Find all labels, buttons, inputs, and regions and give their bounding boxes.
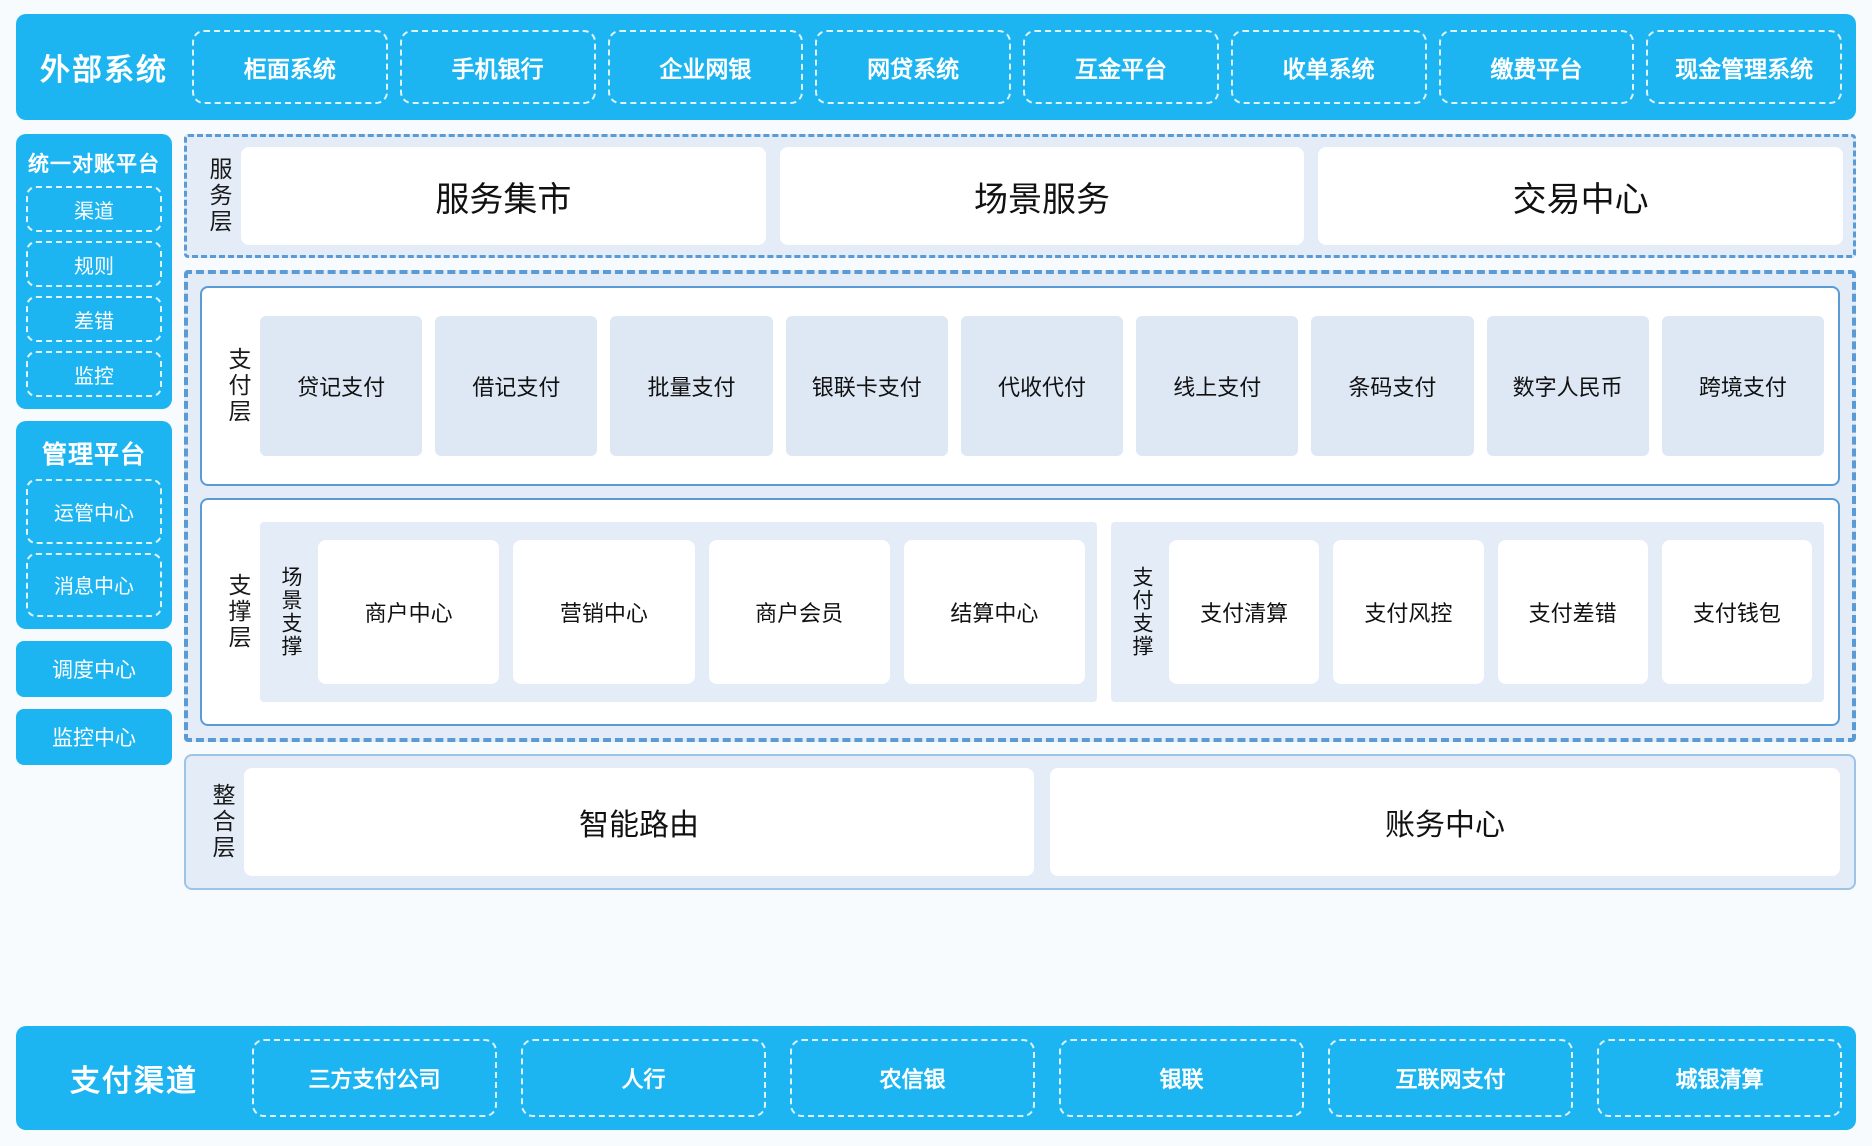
support-tile-payment-exception[interactable]: 支付差错 — [1497, 540, 1648, 684]
external-system-cash-management[interactable]: 现金管理系统 — [1646, 30, 1842, 104]
external-system-mobile-bank[interactable]: 手机银行 — [399, 30, 596, 104]
payment-layer-tile-list: 贷记支付 借记支付 批量支付 银联卡支付 代收代付 线上支付 条码支付 数字人民… — [260, 298, 1824, 474]
payment-support-group: 支付支撑 支付清算 支付风控 支付差错 支付钱包 — [1111, 522, 1824, 702]
payment-channel-pboc[interactable]: 人行 — [521, 1039, 766, 1117]
rail-item-scheduling-center[interactable]: 调度中心 — [16, 641, 172, 697]
payment-tile-digital-rmb[interactable]: 数字人民币 — [1486, 316, 1649, 456]
management-item-message-center[interactable]: 消息中心 — [26, 552, 162, 617]
payment-tile-barcode[interactable]: 条码支付 — [1311, 316, 1474, 456]
support-layer-label: 支撑层 — [225, 573, 251, 651]
reconciliation-platform-title: 统一对账平台 — [28, 153, 160, 176]
reconciliation-item-error[interactable]: 差错 — [26, 296, 162, 342]
payment-channels-chip-list: 三方支付公司 人行 农信银 银联 互联网支付 城银清算 — [252, 1039, 1842, 1117]
external-system-acquiring[interactable]: 收单系统 — [1230, 30, 1427, 104]
external-system-counter[interactable]: 柜面系统 — [192, 30, 388, 104]
scenario-support-label: 场景支撑 — [279, 566, 302, 658]
payment-tile-cross-border[interactable]: 跨境支付 — [1661, 316, 1824, 456]
support-tile-payment-wallet[interactable]: 支付钱包 — [1661, 540, 1813, 684]
payment-channels-bar: 支付渠道 三方支付公司 人行 农信银 银联 互联网支付 城银清算 — [16, 1026, 1856, 1130]
support-tile-payment-risk[interactable]: 支付风控 — [1333, 540, 1484, 684]
core-layers-group: 支付层 贷记支付 借记支付 批量支付 银联卡支付 代收代付 线上支付 条码支付 … — [184, 270, 1856, 742]
external-system-corporate-ebank[interactable]: 企业网银 — [607, 30, 804, 104]
rail-item-monitoring-center[interactable]: 监控中心 — [16, 709, 172, 765]
service-layer-label: 服务层 — [206, 157, 232, 235]
payment-layer-panel: 支付层 贷记支付 借记支付 批量支付 银联卡支付 代收代付 线上支付 条码支付 … — [200, 286, 1840, 486]
support-tile-merchant-center[interactable]: 商户中心 — [318, 540, 500, 684]
management-item-operations-center[interactable]: 运管中心 — [26, 479, 162, 544]
integration-card-smart-routing[interactable]: 智能路由 — [244, 768, 1034, 876]
support-tile-merchant-membership[interactable]: 商户会员 — [708, 540, 890, 684]
payment-tile-batch[interactable]: 批量支付 — [610, 316, 773, 456]
external-systems-chip-list: 柜面系统 手机银行 企业网银 网贷系统 互金平台 收单系统 缴费平台 现金管理系… — [192, 30, 1842, 104]
support-layer-panel: 支撑层 场景支撑 商户中心 营销中心 商户会员 结算中心 — [200, 498, 1840, 726]
management-platform-title: 管理平台 — [41, 441, 146, 469]
middle-area: 统一对账平台 渠道 规则 差错 监控 管理平台 运管中心 消息中心 调度中心 监… — [16, 134, 1856, 1010]
external-system-internet-finance[interactable]: 互金平台 — [1023, 30, 1219, 104]
payment-tile-collection-payment[interactable]: 代收代付 — [960, 316, 1124, 456]
payment-channels-title: 支付渠道 — [70, 1065, 198, 1098]
payment-channel-third-party[interactable]: 三方支付公司 — [252, 1039, 497, 1117]
service-layer-card-list: 服务集市 场景服务 交易中心 — [241, 147, 1844, 245]
reconciliation-item-channel[interactable]: 渠道 — [26, 186, 162, 232]
payment-support-label: 支付支撑 — [1130, 566, 1154, 658]
integration-layer-card-list: 智能路由 账务中心 — [244, 768, 1840, 876]
payment-channel-unionpay[interactable]: 银联 — [1059, 1039, 1304, 1117]
rail-spacer — [16, 777, 172, 1010]
external-system-bill-payment[interactable]: 缴费平台 — [1438, 30, 1635, 104]
external-system-online-loan[interactable]: 网贷系统 — [815, 30, 1011, 104]
service-card-transaction-center[interactable]: 交易中心 — [1318, 147, 1844, 245]
support-tile-settlement-center[interactable]: 结算中心 — [903, 540, 1085, 684]
payment-channel-internet-payment[interactable]: 互联网支付 — [1328, 1039, 1573, 1117]
payment-channel-city-bank-clearing[interactable]: 城银清算 — [1597, 1039, 1842, 1117]
scenario-support-group: 场景支撑 商户中心 营销中心 商户会员 结算中心 — [260, 522, 1098, 702]
payment-tile-online[interactable]: 线上支付 — [1136, 316, 1299, 456]
payment-layer-label: 支付层 — [225, 347, 251, 425]
integration-layer-panel: 整合层 智能路由 账务中心 — [184, 754, 1856, 890]
service-layer-group: 服务层 服务集市 场景服务 交易中心 — [184, 134, 1856, 258]
layer-stack: 服务层 服务集市 场景服务 交易中心 支付层 贷记支付 借记支付 批量支付 银联… — [184, 134, 1856, 1010]
management-item-list: 运管中心 消息中心 — [26, 479, 162, 617]
payment-tile-debit[interactable]: 借记支付 — [435, 316, 598, 456]
reconciliation-item-rule[interactable]: 规则 — [26, 241, 162, 287]
external-systems-bar: 外部系统 柜面系统 手机银行 企业网银 网贷系统 互金平台 收单系统 缴费平台 … — [16, 14, 1856, 120]
reconciliation-item-monitor[interactable]: 监控 — [26, 351, 162, 397]
support-tile-payment-clearing[interactable]: 支付清算 — [1169, 540, 1320, 684]
integration-layer-label: 整合层 — [209, 783, 235, 861]
external-systems-title: 外部系统 — [40, 54, 168, 87]
integration-card-accounting-center[interactable]: 账务中心 — [1050, 768, 1840, 876]
service-card-scenario[interactable]: 场景服务 — [779, 147, 1305, 245]
payment-support-tile-list: 支付清算 支付风控 支付差错 支付钱包 — [1159, 532, 1813, 692]
management-platform-card[interactable]: 管理平台 运管中心 消息中心 — [16, 421, 172, 629]
payment-channel-rcc[interactable]: 农信银 — [790, 1039, 1035, 1117]
service-card-marketplace[interactable]: 服务集市 — [241, 147, 766, 245]
support-tile-marketing-center[interactable]: 营销中心 — [513, 540, 695, 684]
scenario-support-tile-list: 商户中心 营销中心 商户会员 结算中心 — [308, 532, 1085, 692]
reconciliation-item-list: 渠道 规则 差错 监控 — [26, 186, 162, 397]
payment-tile-credit[interactable]: 贷记支付 — [260, 316, 423, 456]
payment-tile-unionpay-card[interactable]: 银联卡支付 — [785, 316, 948, 456]
support-layer-group-list: 场景支撑 商户中心 营销中心 商户会员 结算中心 支付支撑 支付清算 — [260, 510, 1824, 714]
reconciliation-platform-card[interactable]: 统一对账平台 渠道 规则 差错 监控 — [16, 134, 172, 409]
left-rail: 统一对账平台 渠道 规则 差错 监控 管理平台 运管中心 消息中心 调度中心 监… — [16, 134, 172, 1010]
